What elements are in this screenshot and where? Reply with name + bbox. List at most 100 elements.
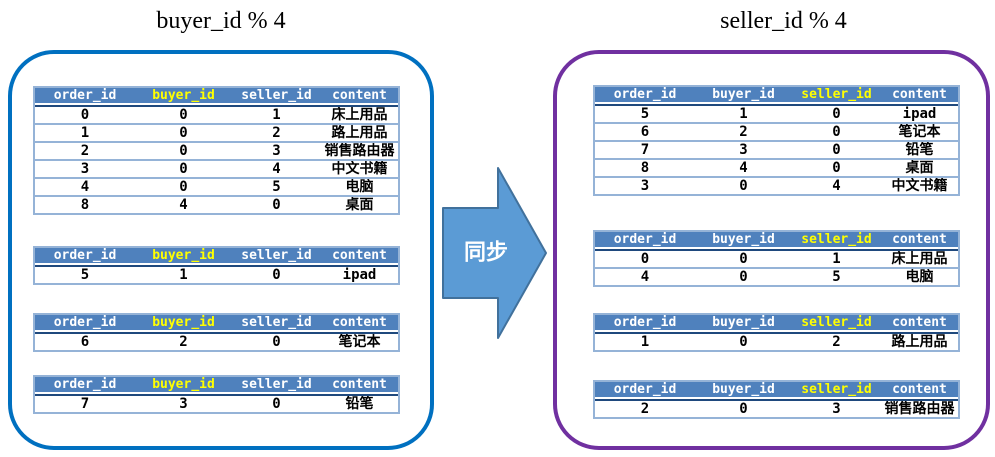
cell-seller_id: 4 — [232, 161, 321, 179]
cell-seller_id: 5 — [232, 179, 321, 197]
cell-buyer_id: 3 — [135, 394, 232, 412]
column-header-buyer_id: buyer_id — [135, 315, 232, 332]
column-header-order_id: order_id — [35, 248, 135, 265]
cell-buyer_id: 0 — [695, 249, 792, 269]
column-header-content: content — [881, 232, 958, 249]
cell-seller_id: 5 — [792, 269, 881, 285]
cell-order_id: 8 — [35, 197, 135, 213]
cell-content: 路上用品 — [321, 125, 398, 143]
cell-order_id: 0 — [35, 105, 135, 125]
cell-seller_id: 0 — [232, 197, 321, 213]
cell-order_id: 0 — [595, 249, 695, 269]
cell-seller_id: 0 — [232, 332, 321, 350]
column-header-seller_id: seller_id — [792, 315, 881, 332]
cell-seller_id: 0 — [792, 160, 881, 178]
cell-content: 铅笔 — [881, 142, 958, 160]
cell-buyer_id: 4 — [695, 160, 792, 178]
cell-content: 电脑 — [321, 179, 398, 197]
column-header-buyer_id: buyer_id — [135, 377, 232, 394]
cell-order_id: 3 — [595, 178, 695, 194]
cell-order_id: 5 — [35, 265, 135, 283]
column-header-seller_id: seller_id — [792, 382, 881, 399]
cell-buyer_id: 2 — [695, 124, 792, 142]
column-header-seller_id: seller_id — [232, 88, 321, 105]
cell-buyer_id: 2 — [135, 332, 232, 350]
column-header-order_id: order_id — [595, 315, 695, 332]
left-shard-title: buyer_id % 4 — [156, 8, 286, 34]
column-header-content: content — [321, 315, 398, 332]
cell-seller_id: 0 — [232, 265, 321, 283]
column-header-order_id: order_id — [595, 232, 695, 249]
cell-buyer_id: 0 — [135, 105, 232, 125]
cell-buyer_id: 1 — [135, 265, 232, 283]
column-header-buyer_id: buyer_id — [695, 315, 792, 332]
column-header-buyer_id: buyer_id — [135, 248, 232, 265]
column-header-seller_id: seller_id — [792, 232, 881, 249]
column-header-content: content — [881, 87, 958, 104]
cell-buyer_id: 4 — [135, 197, 232, 213]
column-header-order_id: order_id — [595, 87, 695, 104]
cell-seller_id: 1 — [792, 249, 881, 269]
cell-buyer_id: 0 — [695, 332, 792, 350]
cell-content: 笔记本 — [881, 124, 958, 142]
cell-buyer_id: 0 — [695, 399, 792, 417]
right-arrow-icon — [442, 167, 547, 339]
cell-order_id: 6 — [595, 124, 695, 142]
column-header-buyer_id: buyer_id — [695, 232, 792, 249]
cell-seller_id: 0 — [792, 104, 881, 124]
column-header-content: content — [881, 382, 958, 399]
cell-content: 销售路由器 — [881, 399, 958, 417]
column-header-buyer_id: buyer_id — [695, 87, 792, 104]
cell-buyer_id: 0 — [135, 143, 232, 161]
cell-content: 销售路由器 — [321, 143, 398, 161]
cell-order_id: 6 — [35, 332, 135, 350]
cell-order_id: 2 — [35, 143, 135, 161]
cell-content: 电脑 — [881, 269, 958, 285]
cell-seller_id: 0 — [792, 124, 881, 142]
cell-order_id: 2 — [595, 399, 695, 417]
column-header-order_id: order_id — [35, 315, 135, 332]
cell-seller_id: 0 — [792, 142, 881, 160]
column-header-seller_id: seller_id — [232, 315, 321, 332]
cell-seller_id: 1 — [232, 105, 321, 125]
cell-buyer_id: 0 — [135, 161, 232, 179]
cell-content: ipad — [881, 104, 958, 124]
cell-content: 中文书籍 — [321, 161, 398, 179]
sync-arrow: 同步 — [442, 167, 547, 339]
cell-buyer_id: 3 — [695, 142, 792, 160]
cell-seller_id: 2 — [792, 332, 881, 350]
column-header-content: content — [881, 315, 958, 332]
cell-content: 路上用品 — [881, 332, 958, 350]
column-header-order_id: order_id — [35, 377, 135, 394]
cell-order_id: 7 — [35, 394, 135, 412]
cell-buyer_id: 0 — [135, 179, 232, 197]
cell-seller_id: 3 — [792, 399, 881, 417]
cell-order_id: 3 — [35, 161, 135, 179]
column-header-seller_id: seller_id — [792, 87, 881, 104]
cell-order_id: 4 — [35, 179, 135, 197]
cell-buyer_id: 0 — [135, 125, 232, 143]
